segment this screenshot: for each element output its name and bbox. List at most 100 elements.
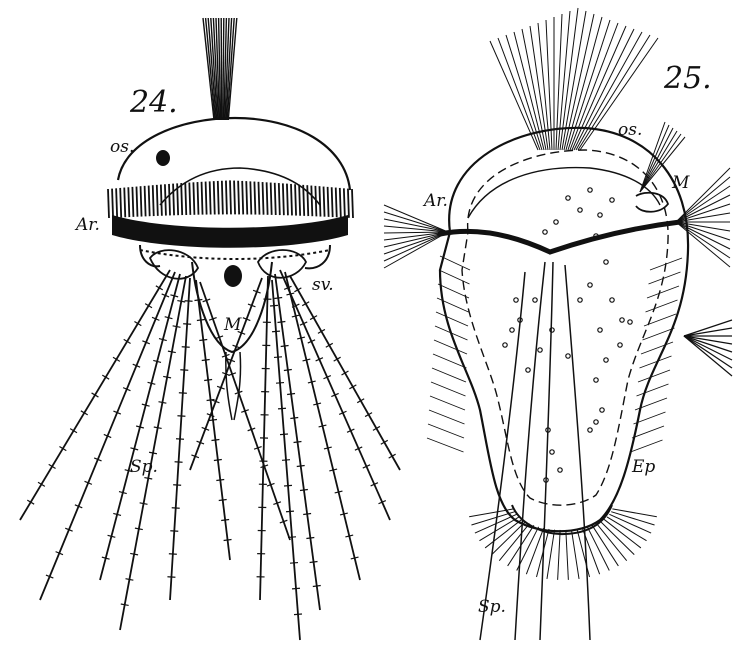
- f24-ciliary-band: [108, 180, 353, 259]
- f25-upper-inner-arc: [468, 168, 660, 218]
- f25-side-tuft-cilium: [684, 336, 732, 352]
- f25-granule: [628, 320, 632, 324]
- f24-band-cilium: [193, 182, 194, 215]
- f25-granule: [610, 298, 614, 302]
- f25-lower-cup: [512, 505, 612, 534]
- f24-band-cilium: [181, 183, 182, 215]
- f24-spine-barb: [290, 417, 298, 418]
- f24-spine-barb: [154, 427, 162, 428]
- f24-band-cilium: [275, 183, 276, 215]
- f25-body-cilium: [631, 440, 663, 452]
- f24-spine-barb: [224, 540, 232, 541]
- f24-spine-barb: [288, 537, 296, 538]
- f24-spine-barb: [158, 402, 166, 403]
- f25-body-cilium: [646, 300, 678, 312]
- f24-spine-barb: [135, 528, 143, 529]
- f24-band-cilium: [328, 187, 329, 217]
- f24-band-cilium: [238, 181, 239, 215]
- f24-spine-barb: [294, 441, 302, 442]
- f24-spine-barb: [284, 369, 292, 370]
- f24-spine-barb: [216, 480, 224, 481]
- f25-left-cilium: [384, 232, 448, 268]
- f25-body-cilium: [641, 342, 673, 354]
- f24-band-cilium: [157, 185, 158, 216]
- f25-inner-outline: [462, 150, 668, 505]
- f24-figure-number: 24.: [129, 85, 178, 120]
- f24-band-cilium: [161, 185, 162, 216]
- f25-label-ep: Ep: [631, 457, 655, 477]
- f25-granule: [514, 298, 518, 302]
- f25-inner-spine-bundle: [480, 262, 590, 640]
- f25-label-sp: Sp.: [478, 597, 506, 617]
- f24-band-cilium: [141, 186, 142, 216]
- f24-label-m: M: [223, 315, 242, 335]
- f25-label-os: os.: [618, 120, 642, 140]
- f24-band-cilium: [197, 182, 198, 215]
- f24-band-cilium: [303, 185, 304, 216]
- f24-band-cilium: [287, 184, 288, 216]
- f24-spine-barb: [209, 420, 217, 421]
- f24-spine-barb: [274, 297, 282, 298]
- f24-spine-barb: [204, 380, 212, 381]
- f24-band-cilium: [132, 187, 133, 217]
- f25-ring-cilium: [547, 530, 555, 579]
- f24-spine-barb: [199, 340, 207, 341]
- f24-spine-barb: [280, 434, 288, 435]
- f24-spine-barb: [194, 300, 202, 301]
- f25-granule: [588, 283, 592, 287]
- f24-spine-barb: [125, 579, 133, 580]
- f25-ring-cilium: [612, 509, 656, 517]
- f24-spine-barb: [219, 500, 227, 501]
- f24-spine-barb: [211, 440, 219, 441]
- f25-granule: [538, 348, 542, 352]
- f25-granule: [533, 298, 537, 302]
- f24-band-cilium: [267, 182, 268, 215]
- f25-body-cilium: [649, 272, 681, 284]
- f24-spine-barb: [281, 345, 289, 346]
- f25-left-cilium: [384, 219, 448, 232]
- f24-band-cilium: [206, 182, 207, 215]
- f25-figure-number: 25.: [663, 61, 712, 96]
- f24-body-dome: [118, 118, 350, 190]
- f24-dark-spot: [224, 265, 242, 287]
- f24-band-cilium: [279, 183, 280, 215]
- f24-tuft-hair: [221, 18, 222, 120]
- f24-spine-barb: [272, 331, 280, 332]
- f24-spine-barb: [221, 520, 229, 521]
- f25-label-m: M: [671, 173, 690, 193]
- f24-spine-barb: [270, 305, 278, 306]
- f24-band-cilium: [145, 186, 146, 217]
- f25-granule: [618, 343, 622, 347]
- f24-band-cilium: [263, 182, 264, 215]
- f25-body-cilium: [637, 384, 669, 396]
- f25-granule: [620, 318, 624, 322]
- f25-body-cilium: [647, 286, 679, 298]
- f24-spine-barb: [144, 478, 152, 479]
- f24-spine-barb: [214, 460, 222, 461]
- f24-spine-barb: [282, 460, 290, 461]
- f24-band-cilium: [291, 184, 292, 216]
- f24-spine-barb: [278, 408, 286, 409]
- f25-granule: [588, 188, 592, 192]
- f24-band-cilium: [128, 187, 129, 217]
- f24-band-cilium: [226, 181, 227, 215]
- f24-band-cilium: [149, 186, 150, 217]
- f25-body-cilium: [431, 382, 466, 396]
- f24-band-cilium: [324, 187, 325, 217]
- f24-band-cilium: [153, 185, 154, 216]
- f25-granule: [526, 368, 530, 372]
- f25-granule: [543, 230, 547, 234]
- f24-band-cilium: [332, 187, 333, 217]
- f24-label-sp: Sp.: [130, 457, 158, 477]
- f25-ciliary-groove: [440, 222, 680, 252]
- f24-label-sv: sv.: [312, 275, 334, 295]
- f24-spine-barb: [274, 357, 282, 358]
- f25-ring-cilium: [571, 530, 579, 579]
- f24-band-cilium: [112, 189, 113, 218]
- f25-ring-cilium: [587, 527, 609, 571]
- f25-oral-cilium: [640, 125, 669, 192]
- f25-body-cilium: [427, 438, 464, 452]
- f25-right-cilium: [676, 222, 730, 258]
- f25-granule: [588, 428, 592, 432]
